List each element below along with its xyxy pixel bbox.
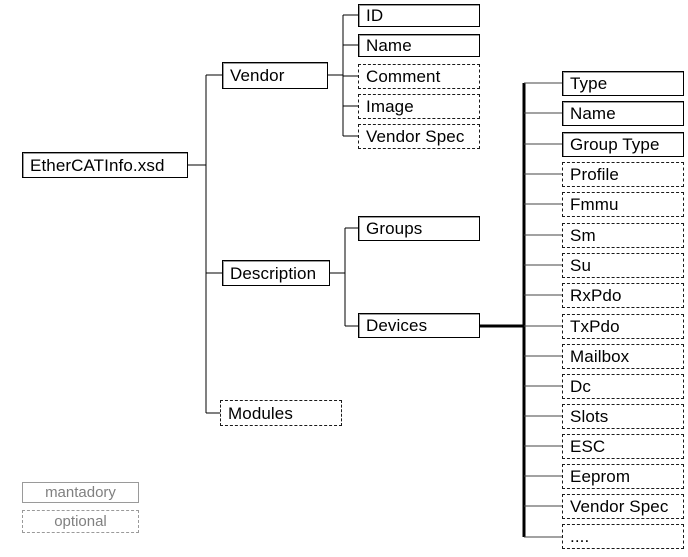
node-vendor-image: Image [358, 94, 480, 119]
node-label: Su [570, 256, 591, 275]
node-label: Devices [366, 316, 428, 335]
node-label: Slots [570, 407, 609, 426]
node-label: Sm [570, 226, 596, 245]
node-device-sm: Sm [562, 223, 684, 248]
node-label: ESC [570, 437, 606, 456]
node-device-esc: ESC [562, 434, 684, 459]
node-device-su: Su [562, 253, 684, 278]
node-description-devices: Devices [358, 313, 480, 338]
node-vendor: Vendor [222, 62, 328, 89]
node-root-ethercatinfo-xsd: EtherCATInfo.xsd [22, 152, 188, 178]
node-label: Vendor Spec [366, 127, 465, 146]
node-label: ID [366, 6, 384, 25]
node-label: .... [570, 527, 590, 546]
node-label: Dc [570, 377, 591, 396]
node-label: Image [366, 97, 414, 116]
node-label: Groups [366, 219, 423, 238]
node-description-groups: Groups [358, 216, 480, 241]
node-label: Vendor [230, 66, 285, 85]
node-vendor-comment: Comment [358, 64, 480, 89]
node-vendor-vendor-spec: Vendor Spec [358, 124, 480, 149]
node-modules: Modules [220, 400, 342, 426]
node-label: Fmmu [570, 195, 619, 214]
node-device-txpdo: TxPdo [562, 314, 684, 339]
node-vendor-name: Name [358, 34, 480, 57]
node-label: Mailbox [570, 347, 630, 366]
node-device-rxpdo: RxPdo [562, 283, 684, 308]
node-device-slots: Slots [562, 404, 684, 429]
node-device-name: Name [562, 101, 684, 126]
node-label: Group Type [570, 135, 660, 154]
legend-item-optional: optional [22, 510, 139, 533]
node-device-eeprom: Eeprom [562, 464, 684, 489]
node-device-type: Type [562, 71, 684, 96]
node-label: Eeprom [570, 467, 631, 486]
node-label: Name [570, 104, 616, 123]
node-label: Name [366, 36, 412, 55]
legend-item-mantadory: mantadory [22, 482, 139, 503]
node-label: mantadory [45, 484, 116, 501]
node-vendor-id: ID [358, 4, 480, 27]
node-label: RxPdo [570, 286, 622, 305]
node-label: EtherCATInfo.xsd [30, 155, 165, 175]
node-label: Description [230, 263, 317, 283]
node-device-dc: Dc [562, 374, 684, 399]
node-device-vendor-spec: Vendor Spec [562, 494, 684, 519]
node-device-fmmu: Fmmu [562, 192, 684, 217]
node-label: TxPdo [570, 317, 620, 336]
node-label: Vendor Spec [570, 497, 669, 516]
node-device-group-type: Group Type [562, 132, 684, 157]
node-label: Modules [228, 403, 293, 423]
node-label: optional [54, 513, 107, 530]
node-device-mailbox: Mailbox [562, 344, 684, 369]
node-label: Type [570, 74, 608, 93]
node-description: Description [222, 260, 330, 286]
node-label: Profile [570, 165, 619, 184]
node-device-ellipsis: .... [562, 524, 684, 549]
node-device-profile: Profile [562, 162, 684, 187]
node-label: Comment [366, 67, 441, 86]
